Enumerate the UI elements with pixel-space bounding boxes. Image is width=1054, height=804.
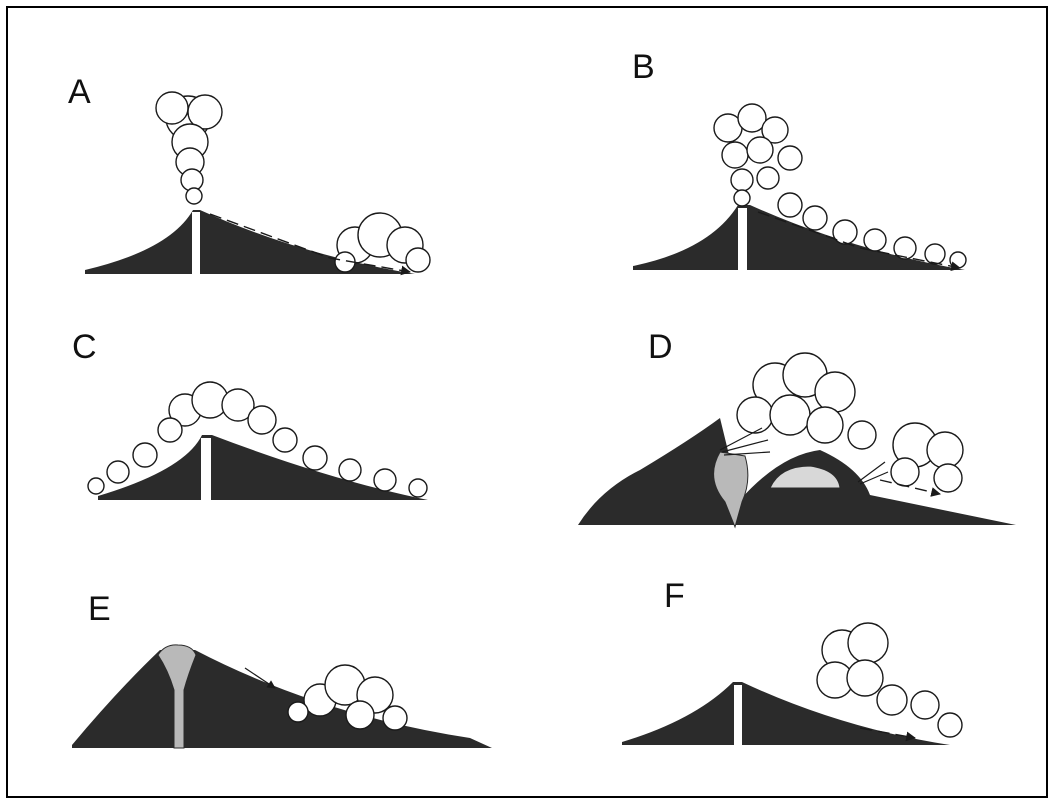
panel-label-a: A bbox=[68, 73, 91, 111]
volcano-conduit bbox=[192, 212, 200, 274]
volcano-conduit bbox=[734, 685, 742, 745]
pyroclastic-cloud bbox=[335, 213, 430, 272]
eruption-column bbox=[714, 104, 802, 206]
volcano-conduit bbox=[201, 438, 211, 500]
panel-f: F bbox=[622, 577, 962, 745]
volcano-conduit bbox=[738, 208, 747, 270]
panel-label-b: B bbox=[632, 48, 655, 86]
panel-label-c: C bbox=[72, 328, 97, 366]
panel-label-e: E bbox=[88, 590, 111, 628]
volcano-edifice bbox=[633, 205, 965, 270]
volcano-edifice bbox=[72, 650, 492, 748]
panel-label-f: F bbox=[664, 577, 685, 615]
panel-e: E bbox=[72, 590, 492, 748]
eruption-column bbox=[156, 92, 222, 204]
panel-b: B bbox=[632, 48, 966, 270]
panel-d: D bbox=[578, 328, 1016, 527]
panel-a: A bbox=[68, 73, 430, 274]
panel-c: C bbox=[72, 328, 428, 500]
panel-label-d: D bbox=[648, 328, 673, 366]
